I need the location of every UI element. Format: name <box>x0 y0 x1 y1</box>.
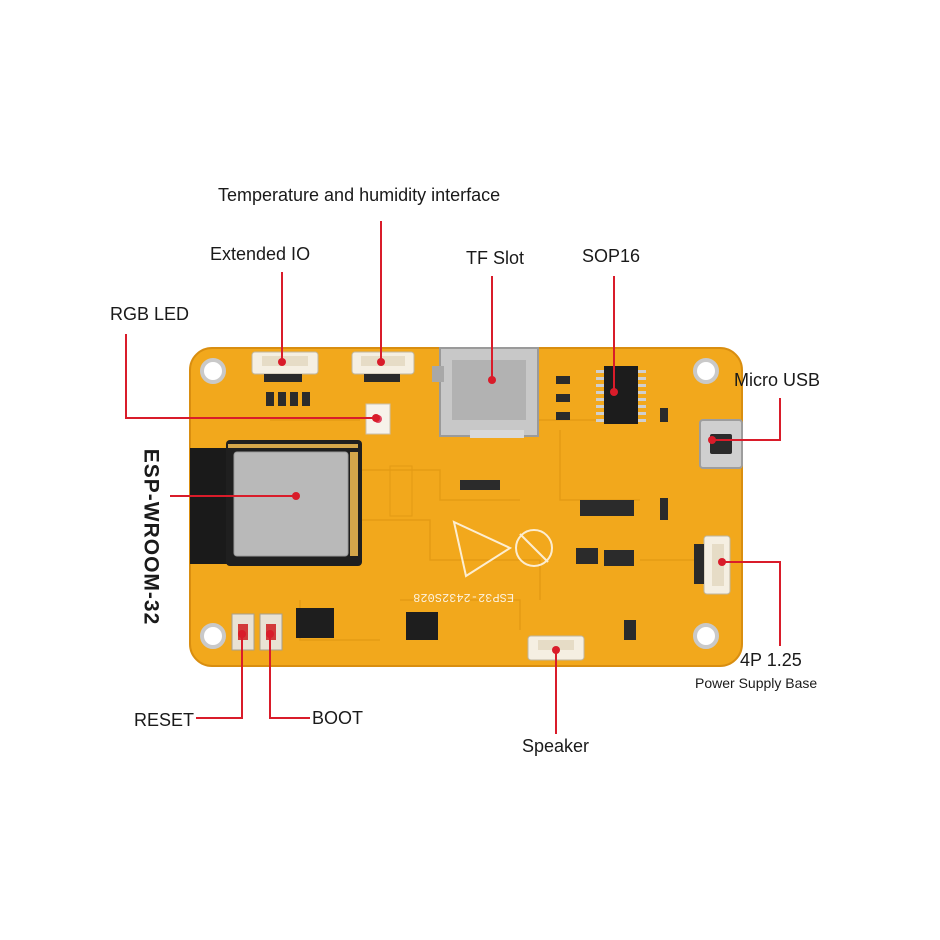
label-temp-humidity: Temperature and humidity interface <box>218 185 501 205</box>
micro-usb-port <box>699 419 743 469</box>
silkscreen-marks <box>452 520 553 578</box>
power-4p-connector <box>694 535 731 595</box>
label-tf-slot: TF Slot <box>466 248 525 268</box>
callout-dots <box>238 358 726 654</box>
label-sop16: SOP16 <box>582 246 641 266</box>
label-extended-io: Extended IO <box>210 244 311 264</box>
label-rgb-led: RGB LED <box>110 304 190 324</box>
callout-line-boot <box>269 634 310 719</box>
callout-line-micro-usb <box>712 398 781 441</box>
label-boot: BOOT <box>312 708 364 728</box>
esp-module-pins <box>228 444 358 556</box>
callout-line-rgb-led <box>125 334 376 419</box>
label-speaker: Speaker <box>522 736 590 756</box>
label-power-base: Power Supply Base <box>695 675 818 691</box>
sop16-chip <box>596 366 646 424</box>
callout-line-power <box>722 561 781 646</box>
label-esp-wroom: ESP-WROOM-32 <box>139 448 163 626</box>
esp-module-shield <box>233 451 349 557</box>
label-micro-usb: Micro USB <box>734 370 821 390</box>
label-power-4p: 4P 1.25 <box>740 650 802 670</box>
label-reset: RESET <box>134 710 195 730</box>
callout-line-reset <box>196 634 243 719</box>
smd-components <box>266 376 668 640</box>
board-id-text: ESP32-2432S028 <box>413 590 514 604</box>
callout-lines <box>125 221 781 734</box>
mounting-holes <box>200 358 719 649</box>
tf-slot <box>432 347 539 438</box>
bottom-ics <box>296 465 438 640</box>
